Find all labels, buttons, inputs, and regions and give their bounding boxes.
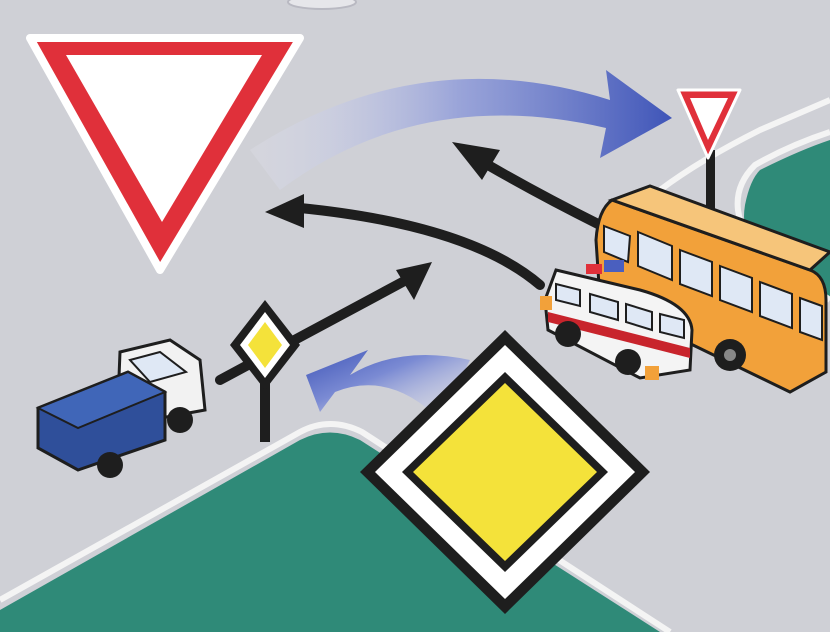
- path-arrow-ambulance-left: [295, 203, 545, 290]
- arrowhead-bus: [452, 142, 500, 180]
- large-priority-road-sign: [360, 330, 650, 614]
- main-flow-arrow-bottom: [306, 350, 470, 420]
- large-yield-sign: [26, 34, 304, 274]
- path-arrow-bus-straight: [483, 160, 605, 230]
- ambulance: [540, 260, 694, 380]
- bus: [594, 184, 830, 394]
- pole-yield-sign: [676, 88, 742, 212]
- arrowhead-ambulance: [265, 194, 304, 228]
- main-flow-arrow-top: [250, 70, 672, 190]
- curb-bottom: [0, 421, 672, 632]
- truck: [35, 338, 207, 478]
- pole-priority-sign: [230, 300, 300, 442]
- arrowhead-truck: [396, 262, 432, 300]
- top-edge-object: [287, 0, 357, 10]
